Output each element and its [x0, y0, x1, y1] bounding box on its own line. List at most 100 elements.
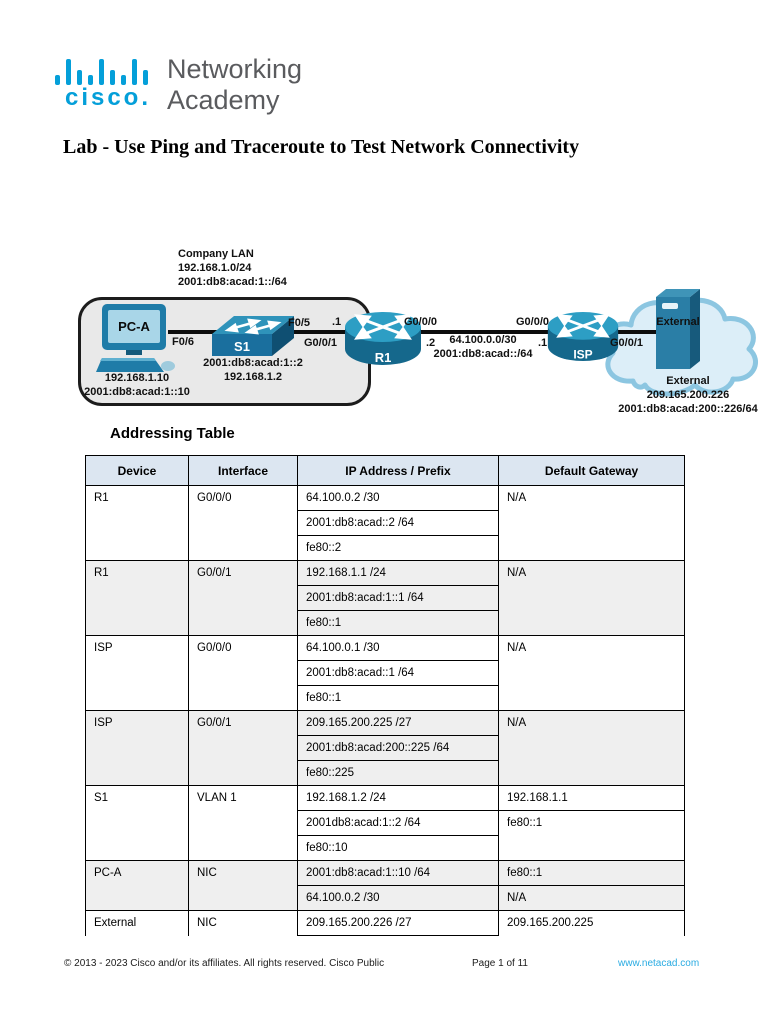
link-isp-external	[608, 330, 668, 334]
port-f06-label: F0/6	[172, 336, 195, 348]
gateway-cell: 209.165.200.225	[498, 910, 685, 936]
ip-cell: fe80::225	[297, 760, 499, 786]
header-gateway: Default Gateway	[498, 455, 685, 486]
link-s1-r1	[280, 330, 352, 334]
ip-cell: 192.168.1.2 /24	[297, 785, 499, 811]
port-g000-isp-label: G0/0/0	[516, 316, 550, 328]
switch-s1-name: S1	[234, 339, 250, 354]
pc-a-icon: PC-A	[96, 304, 175, 372]
ip-cell: 64.100.0.2 /30	[297, 485, 499, 511]
switch-s1-icon: S1	[212, 316, 294, 356]
wan-ipv4: 64.100.0.0/30	[449, 334, 517, 346]
ip-cell: 209.165.200.225 /27	[297, 710, 499, 736]
ip-cell: 2001:db8:acad::2 /64	[297, 510, 499, 536]
ip-cell: fe80::1	[297, 685, 499, 711]
external-server-icon	[656, 289, 700, 369]
table-row: fe80::10	[86, 835, 685, 861]
addr-dot1-r1-label: .1	[332, 316, 342, 328]
device-cell: External	[85, 910, 189, 936]
interface-cell: G0/0/1	[188, 710, 298, 786]
ip-cell: 2001db8:acad:1::2 /64	[297, 810, 499, 836]
port-g001-r1-label: G0/0/1	[304, 337, 338, 349]
device-cell: PC-A	[85, 860, 189, 911]
table-row: fe80::225	[86, 760, 685, 786]
gateway-cell: N/A	[498, 560, 685, 636]
ip-cell: 2001:db8:acad:1::1 /64	[297, 585, 499, 611]
addr-dot2-r1-label: .2	[426, 337, 436, 349]
pc-a-address-label: 192.168.1.10 2001:db8:acad:1::10	[57, 371, 217, 399]
table-header-row: Device Interface IP Address / Prefix Def…	[85, 455, 685, 486]
footer-page-number: Page 1 of 11	[472, 958, 528, 969]
lan-ipv6: 2001:db8:acad:1::/64	[178, 276, 287, 288]
interface-cell: G0/0/0	[188, 635, 298, 711]
interface-cell: G0/0/0	[188, 485, 298, 561]
router-isp-name: ISP	[573, 347, 592, 361]
external-ipv6: 2001:db8:acad:200::226/64	[618, 403, 758, 415]
addressing-table: Device Interface IP Address / Prefix Def…	[85, 455, 685, 936]
s1-address-label: 2001:db8:acad:1::2 192.168.1.2	[183, 356, 323, 384]
gateway-cell: fe80::1	[498, 810, 685, 861]
header-ip: IP Address / Prefix	[297, 455, 499, 486]
lan-label: Company LAN 192.168.1.0/24 2001:db8:acad…	[178, 247, 287, 289]
interface-cell: NIC	[188, 860, 298, 911]
gateway-cell: fe80::1	[498, 860, 685, 886]
device-cell: R1	[85, 560, 189, 636]
external-server-name: External	[656, 316, 700, 328]
link-pca-s1	[168, 330, 228, 334]
lan-name: Company LAN	[178, 248, 254, 260]
ip-cell: fe80::2	[297, 535, 499, 561]
wan-ipv6: 2001:db8:acad::/64	[433, 348, 533, 360]
device-cell: ISP	[85, 635, 189, 711]
ip-cell: 209.165.200.226 /27	[297, 910, 499, 936]
device-cell: ISP	[85, 710, 189, 786]
cisco-logo-bars-icon	[55, 57, 161, 85]
gateway-cell: N/A	[498, 635, 685, 711]
pc-a-ipv4: 192.168.1.10	[104, 372, 170, 384]
interface-cell: VLAN 1	[188, 785, 298, 861]
table-row: 2001:db8:acad::1 /64	[86, 660, 685, 686]
port-f05-label: F0/5	[288, 317, 311, 329]
interface-cell: NIC	[188, 910, 298, 936]
router-r1-name: R1	[375, 350, 392, 365]
ip-cell: 2001:db8:acad:200::225 /64	[297, 735, 499, 761]
brand-line1: Networking	[167, 54, 303, 84]
brand-line2: Academy	[167, 85, 280, 115]
external-name-line: External	[666, 375, 710, 387]
wan-subnet-label: 64.100.0.0/30 2001:db8:acad::/64	[421, 333, 545, 361]
table-row: fe80::1	[86, 685, 685, 711]
addr-dot1-isp-label: .1	[538, 337, 548, 349]
device-cell: R1	[85, 485, 189, 561]
table-row: 2001:db8:acad:1::1 /64	[86, 585, 685, 611]
pc-a-name: PC-A	[118, 319, 150, 334]
gateway-cell: N/A	[498, 485, 685, 561]
router-r1-icon: R1	[345, 312, 421, 365]
ip-cell: 64.100.0.1 /30	[297, 635, 499, 661]
ip-cell: 64.100.0.2 /30	[297, 885, 499, 911]
gateway-cell: 192.168.1.1	[498, 785, 685, 811]
device-cell: S1	[85, 785, 189, 861]
external-ipv4: 209.165.200.226	[646, 389, 730, 401]
ip-cell: fe80::10	[297, 835, 499, 861]
footer-netacad-link[interactable]: www.netacad.com	[618, 958, 700, 969]
page-title: Lab - Use Ping and Traceroute to Test Ne…	[63, 136, 580, 158]
s1-ipv4: 192.168.1.2	[223, 371, 283, 383]
addressing-table-heading: Addressing Table	[110, 425, 235, 442]
header-device: Device	[85, 455, 189, 486]
table-row: 2001:db8:acad::2 /64	[86, 510, 685, 536]
brand-text: Networking Academy	[167, 54, 302, 116]
link-r1-isp	[415, 330, 560, 334]
pc-a-ipv6: 2001:db8:acad:1::10	[84, 386, 190, 398]
lan-ipv4: 192.168.1.0/24	[178, 262, 252, 274]
cisco-logo-text: cisco.	[64, 84, 152, 111]
